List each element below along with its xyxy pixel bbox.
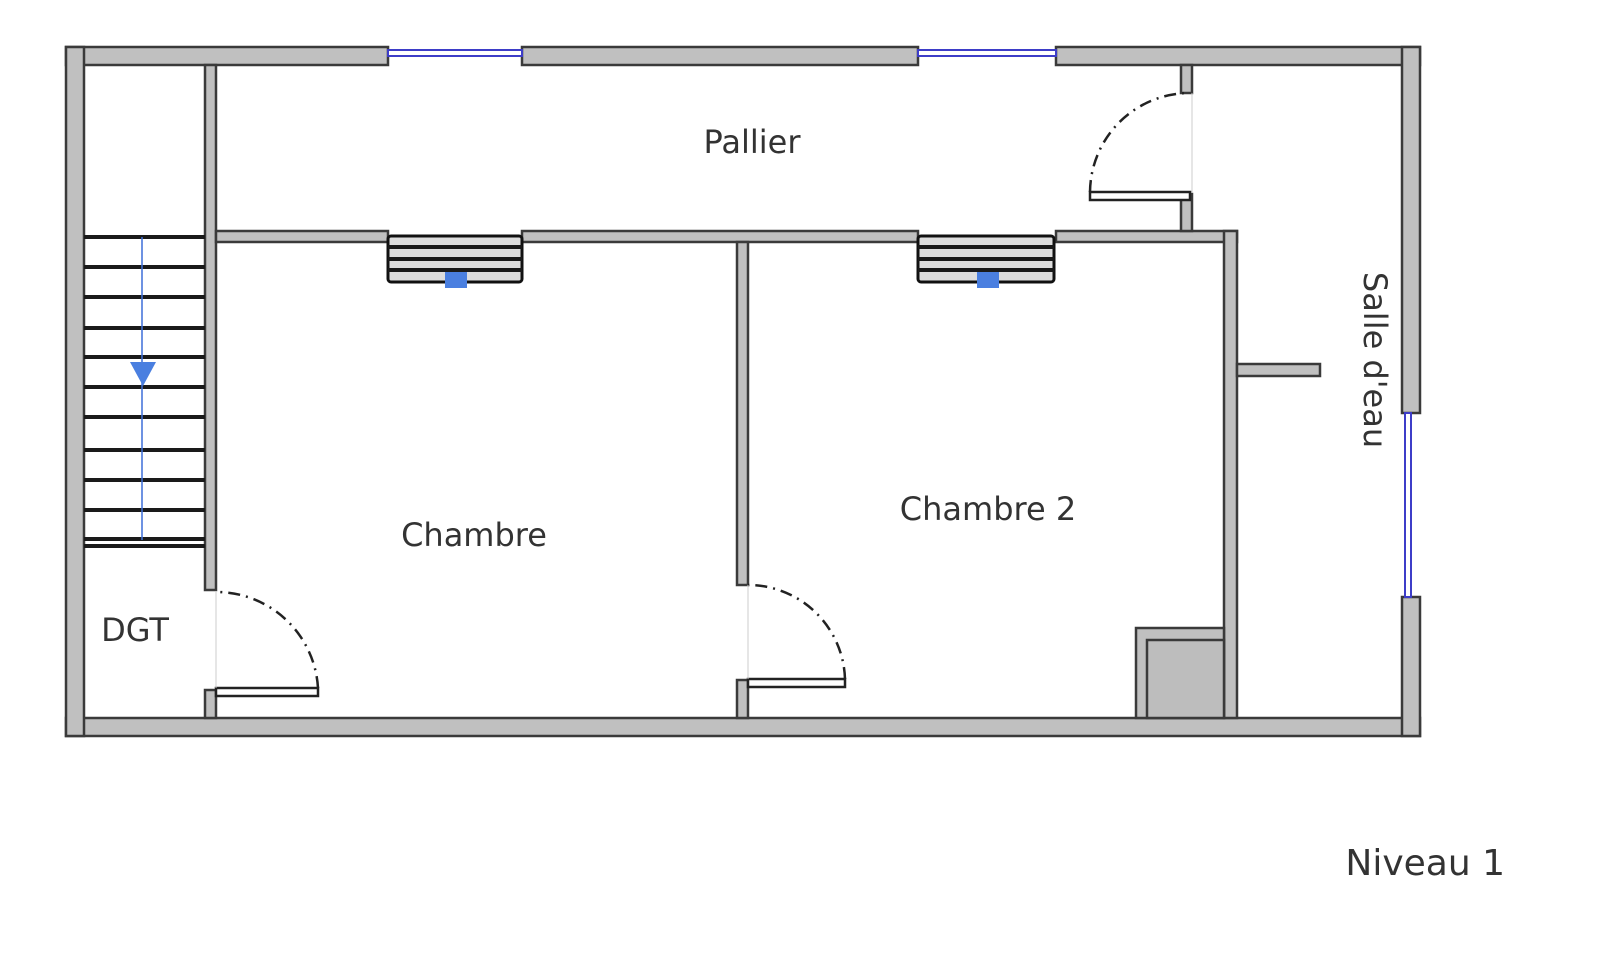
stair-direction-arrow-icon xyxy=(130,362,156,386)
wall-pallier-chambres-1 xyxy=(214,229,390,244)
room-labels: Pallier Chambre Chambre 2 DGT Salle d'ea… xyxy=(101,123,1505,884)
outer-wall-top-left xyxy=(64,45,390,67)
staircase xyxy=(84,235,205,548)
shaft xyxy=(1145,638,1226,720)
wall-pallier-chambres-3 xyxy=(1054,229,1239,244)
radiators xyxy=(386,234,1056,288)
doors xyxy=(214,91,1193,698)
wall-chambre2-salle xyxy=(1222,229,1239,720)
radiator-marker-icon xyxy=(445,272,467,288)
wall-pallier-chambres-2 xyxy=(520,229,920,244)
wall-salle-door-top xyxy=(1179,63,1194,95)
outer-wall-right-top xyxy=(1400,45,1422,415)
door-chambre xyxy=(214,590,320,698)
room-label-dgt: DGT xyxy=(101,611,169,649)
outer-wall-right-bottom xyxy=(1400,595,1422,738)
wall-stub-salle xyxy=(1235,362,1322,378)
window-pallier-right xyxy=(917,49,1057,57)
radiator-marker-icon xyxy=(977,272,999,288)
outer-wall-bottom xyxy=(64,716,1422,738)
room-label-pallier: Pallier xyxy=(704,123,802,161)
room-label-chambre2: Chambre 2 xyxy=(900,490,1076,528)
outer-wall-top-right xyxy=(1054,45,1422,67)
wall-stair-pallier xyxy=(203,63,218,592)
wall-chambre-chambre2-top xyxy=(735,240,750,587)
walls xyxy=(64,45,1422,738)
windows xyxy=(387,49,1412,598)
window-pallier-left xyxy=(387,49,523,57)
wall-chambre-chambre2-bottom xyxy=(735,678,750,720)
door-chambre2 xyxy=(746,583,847,689)
level-label: Niveau 1 xyxy=(1345,843,1505,884)
door-salle-deau xyxy=(1088,91,1193,202)
wall-dgt-chambre xyxy=(203,688,218,720)
room-label-salle-deau: Salle d'eau xyxy=(1356,272,1394,448)
radiator-chambre xyxy=(386,234,524,288)
outer-wall-top-mid xyxy=(520,45,920,67)
window-salle-deau xyxy=(1404,412,1412,598)
room-label-chambre: Chambre xyxy=(401,516,547,554)
outer-wall-left xyxy=(64,45,86,738)
radiator-chambre2 xyxy=(916,234,1056,288)
